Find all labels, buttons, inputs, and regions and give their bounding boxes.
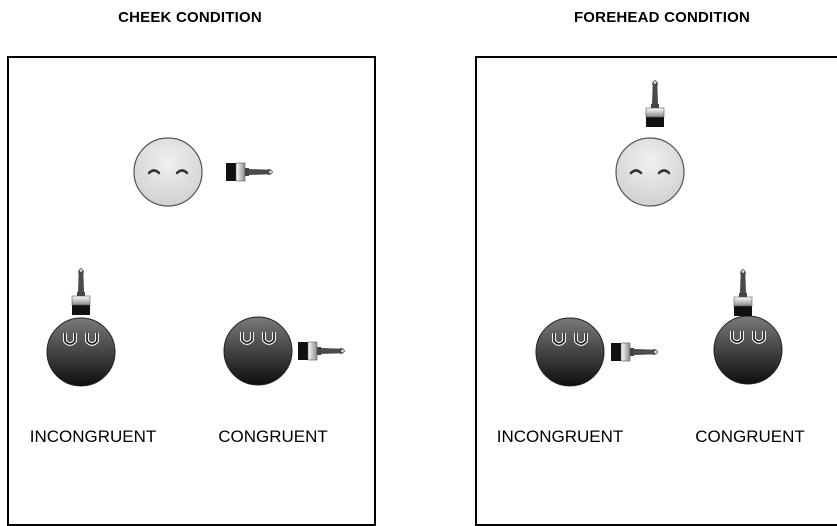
forehead-condition-title: FOREHEAD CONDITION <box>573 9 751 26</box>
forehead-incongruent-face <box>534 316 606 388</box>
forehead-incongruent-label: INCONGRUENT <box>496 427 624 446</box>
forehead-light-face <box>614 136 686 208</box>
cheek-incongruent-label: INCONGRUENT <box>29 427 157 446</box>
cheek-condition-title: CHEEK CONDITION <box>118 9 262 26</box>
forehead-congruent-brush-vertical <box>733 268 753 317</box>
forehead-congruent-face <box>712 314 784 386</box>
forehead-brush-vertical <box>645 79 665 128</box>
cheek-congruent-label: CONGRUENT <box>218 427 328 446</box>
forehead-congruent-label: CONGRUENT <box>695 427 805 446</box>
forehead-incongruent-brush-horizontal <box>610 342 659 362</box>
